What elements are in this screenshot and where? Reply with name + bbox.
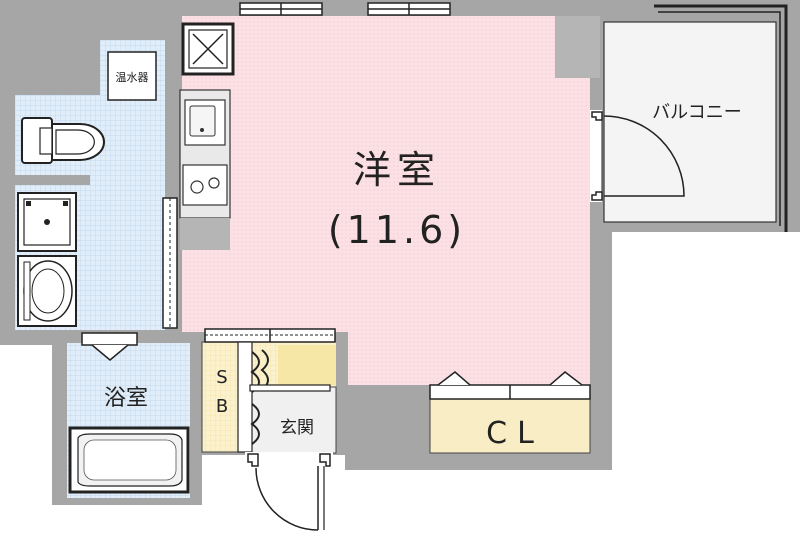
closet: CL bbox=[429, 371, 591, 454]
bathroom-label: 浴室 bbox=[104, 386, 148, 411]
main-room-name: 洋室 bbox=[353, 148, 441, 192]
exhaust-fan-icon bbox=[181, 22, 235, 76]
entrance-label: 玄関 bbox=[280, 418, 314, 438]
shoe-box-label-b: B bbox=[216, 396, 228, 417]
kitchen bbox=[179, 89, 231, 250]
balcony-door bbox=[590, 110, 685, 202]
shoe-box: S B bbox=[201, 341, 239, 453]
shoe-box-label-s: S bbox=[216, 367, 227, 388]
front-door bbox=[245, 452, 333, 531]
balcony: バルコニー bbox=[600, 0, 800, 240]
bathroom: 浴室 bbox=[67, 332, 190, 498]
entrance: 玄関 bbox=[237, 341, 337, 454]
closet-label: CL bbox=[486, 416, 544, 451]
entrance-storage bbox=[204, 328, 336, 387]
water-heater: 温水器 bbox=[107, 51, 157, 101]
washing-machine-icon bbox=[17, 192, 77, 252]
window-top-right bbox=[367, 2, 451, 16]
window-top-left bbox=[239, 2, 323, 16]
main-room: 洋室 (11.6) bbox=[182, 16, 600, 385]
balcony-label: バルコニー bbox=[652, 102, 742, 123]
washroom-sliding-door bbox=[162, 197, 178, 329]
wash-basin-icon bbox=[17, 255, 77, 327]
water-heater-label: 温水器 bbox=[116, 71, 149, 84]
main-room-size: (11.6) bbox=[328, 208, 466, 252]
toilet-icon bbox=[21, 117, 105, 164]
